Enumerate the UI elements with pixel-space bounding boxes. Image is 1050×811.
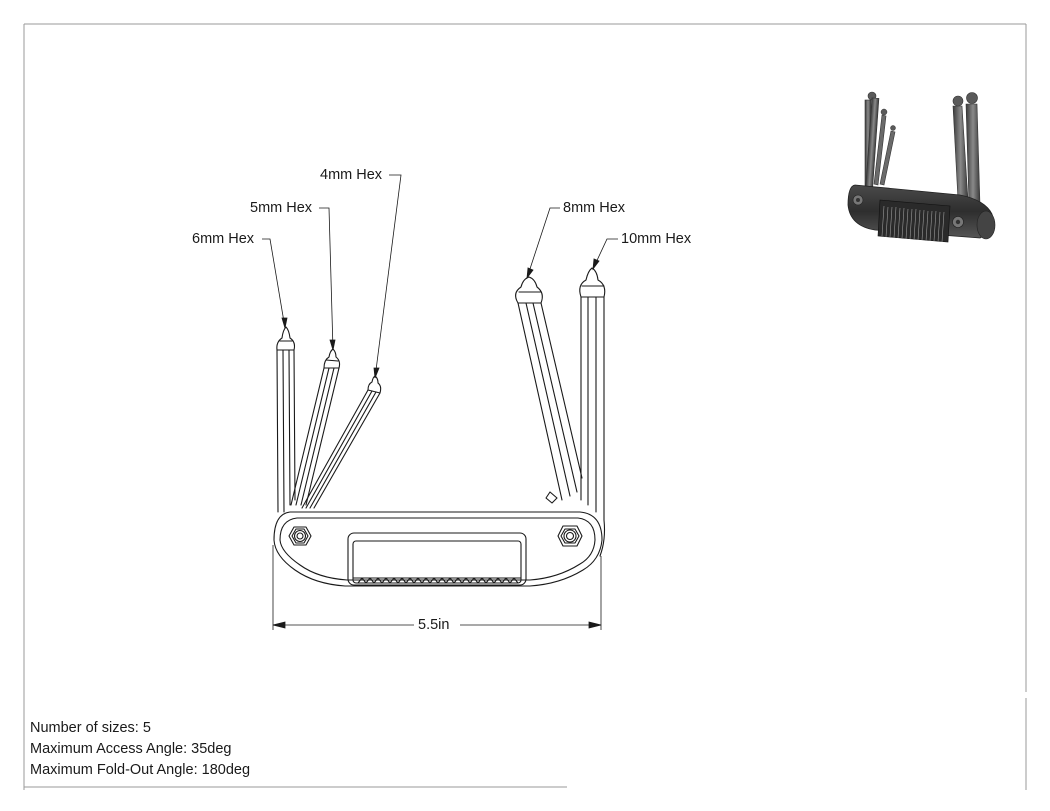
spec-notes: Number of sizes: 5 Maximum Access Angle:…: [30, 718, 250, 781]
hex-key-6mm: [276, 326, 296, 513]
note-max-access-angle: Maximum Access Angle: 35deg: [30, 741, 232, 757]
callout-6mm-hex: 6mm Hex: [192, 231, 255, 247]
leader-8mm: [526, 207, 560, 280]
width-dimension-label: 5.5in: [414, 617, 454, 633]
hex-key-4mm: [301, 375, 382, 509]
callout-4mm-hex: 4mm Hex: [320, 167, 383, 183]
leader-10mm: [592, 238, 618, 271]
leader-lines: [262, 174, 618, 379]
hex-key-5mm: [290, 348, 341, 506]
width-dimension: [272, 545, 602, 630]
sheet-border: [23, 23, 1027, 790]
hex-key-8mm: [515, 276, 583, 504]
hex-key-10mm: [579, 267, 606, 557]
hex-key-set-drawing: [273, 267, 606, 587]
hex-nut-left: [288, 526, 312, 546]
leader-4mm: [373, 174, 402, 379]
hex-nut-right: [557, 525, 583, 547]
leader-6mm: [262, 238, 288, 329]
handle-body: [273, 511, 603, 587]
note-max-foldout-angle: Maximum Fold-Out Angle: 180deg: [30, 762, 251, 778]
isometric-preview: [847, 91, 996, 243]
callout-5mm-hex: 5mm Hex: [250, 200, 313, 216]
callout-8mm-hex: 8mm Hex: [563, 200, 626, 216]
leader-5mm: [319, 207, 336, 351]
callout-10mm-hex: 10mm Hex: [621, 231, 692, 247]
note-number-of-sizes: Number of sizes: 5: [30, 720, 151, 736]
